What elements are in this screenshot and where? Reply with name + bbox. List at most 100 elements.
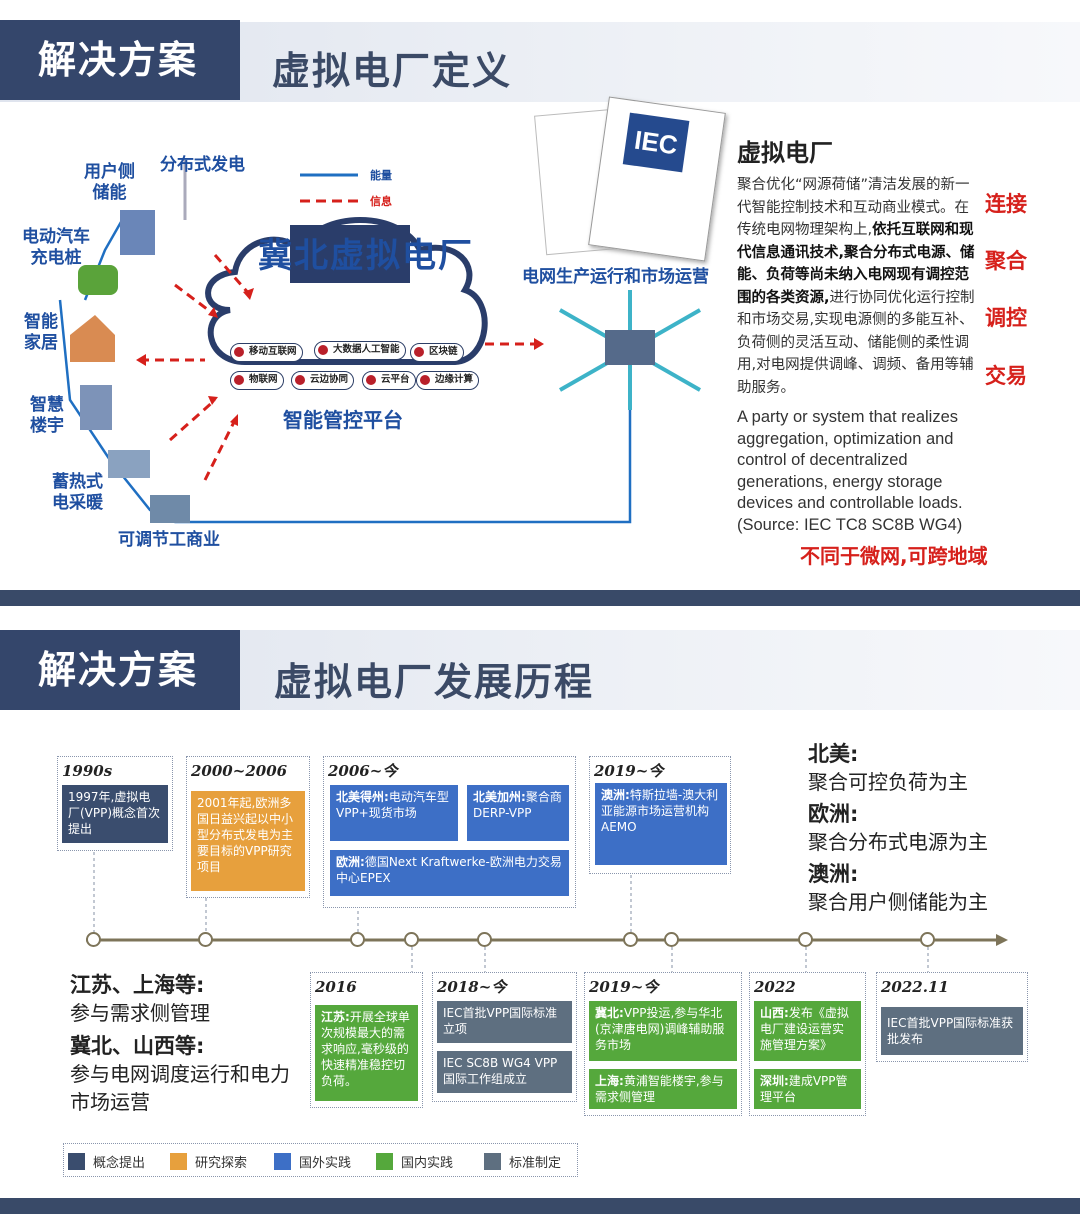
factory-image [150, 495, 190, 523]
house-image [70, 315, 115, 362]
event-card-jiangsu: 江苏:开展全球单次规模最大的需求响应,毫秒级的快速精准稳控切负荷。 [315, 1005, 418, 1101]
node-user-storage: 用户侧 储能 [84, 162, 135, 203]
cloud-shape [205, 217, 488, 365]
timeline-box-2022: 2022 山西:发布《虚拟电厂建设运营实施管理方案》 深圳:建成VPP管理平台 [749, 972, 866, 1116]
timeline-node [477, 932, 492, 947]
legend-item: 标准制定 [484, 1153, 561, 1172]
legend-swatch [376, 1153, 393, 1170]
legend-swatch [484, 1153, 501, 1170]
event-card-iec-published: IEC首批VPP国际标准获批发布 [881, 1007, 1023, 1055]
timeline-node [798, 932, 813, 947]
timeline-node [404, 932, 419, 947]
year-label: 2022 [754, 978, 796, 996]
event-card-europe: 欧洲:德国Next Kraftwerke-欧洲电力交易中心EPEX [330, 850, 569, 896]
definition-note: 不同于微网,可跨地域 [800, 544, 988, 568]
slide-divider [0, 590, 1080, 606]
info-arrows [140, 254, 540, 481]
timeline-box-2006-now: 2006~今 北美得州:电动汽车型VPP+现货市场 北美加州:聚合商DERP-V… [323, 756, 576, 908]
legend-swatch [68, 1153, 85, 1170]
year-label: 2018~今 [437, 978, 507, 996]
event-card-texas: 北美得州:电动汽车型VPP+现货市场 [330, 785, 458, 841]
timeline-axis [86, 840, 1008, 972]
pill-bigdata-ai: 大数据人工智能 [314, 341, 406, 360]
iec-doc-front: IEC [588, 96, 726, 262]
event-card-california: 北美加州:聚合商DERP-VPP [467, 785, 569, 841]
definition-cn: 聚合优化“网源荷储”清洁发展的新一代智能控制技术和互动商业模式。在传统电网物理架… [737, 177, 975, 396]
arrow-heads [136, 288, 544, 426]
vpp-diagram [58, 160, 701, 524]
bottom-divider [0, 1198, 1080, 1214]
pill-cloud-edge: 云边协同 [291, 371, 355, 390]
node-distributed-gen: 分布式发电 [160, 155, 245, 175]
iec-logo: IEC [622, 112, 690, 173]
region-north-america: 北美:聚合可控负荷为主 [808, 742, 968, 794]
heater-image [108, 450, 150, 478]
legend-item: 国外实践 [274, 1153, 351, 1172]
event-card: 2001年起,欧洲多国日益兴起以中小型分布式发电为主要目标的VPP研究项目 [191, 791, 305, 891]
region-europe: 欧洲:聚合分布式电源为主 [808, 802, 988, 854]
timeline-box-2016: 2016 江苏:开展全球单次规模最大的需求响应,毫秒级的快速精准稳控切负荷。 [310, 972, 423, 1108]
header-section-label: 解决方案 [0, 20, 240, 100]
region-jiangsu-shanghai: 江苏、上海等:参与需求侧管理 [70, 973, 210, 1025]
definition-en: A party or system that realizes aggregat… [737, 408, 963, 534]
legend-item: 国内实践 [376, 1153, 453, 1172]
page-title: 虚拟电厂定义 [272, 49, 513, 93]
legend-swatch [274, 1153, 291, 1170]
pill-iot: 物联网 [230, 371, 284, 390]
center-title: 冀北虚拟电厂 [258, 236, 474, 276]
grid-label: 电网生产运行和市场运营 [522, 267, 709, 287]
pill-blockchain: 区块链 [410, 343, 464, 362]
timeline-node [198, 932, 213, 947]
year-label: 2019~今 [594, 762, 664, 780]
timeline-box-2022-11: 2022.11 IEC首批VPP国际标准获批发布 [876, 972, 1028, 1062]
color-legend: 概念提出 研究探索 国外实践 国内实践 标准制定 [63, 1143, 578, 1177]
event-card-australia: 澳洲:特斯拉墙-澳大利亚能源市场运营机构 AEMO [595, 783, 727, 865]
pill-mobile-internet: 移动互联网 [230, 343, 303, 362]
event-card-shanghai: 上海:黄浦智能楼宇,参与需求侧管理 [589, 1069, 737, 1109]
timeline-box-2019-now-bottom: 2019~今 冀北:VPP投运,参与华北(京津唐电网)调峰辅助服务市场 上海:黄… [584, 972, 742, 1116]
timeline-node [623, 932, 638, 947]
legend-item: 研究探索 [170, 1153, 247, 1172]
timeline-node [350, 932, 365, 947]
page-title-2: 虚拟电厂发展历程 [274, 660, 595, 704]
timeline-node [664, 932, 679, 947]
year-label: 2019~今 [589, 978, 659, 996]
node-smart-home: 智能 家居 [24, 312, 58, 353]
side-label-connect: 连接 [985, 192, 1027, 216]
event-card-shanxi: 山西:发布《虚拟电厂建设运营实施管理方案》 [754, 1001, 861, 1061]
timeline-node [86, 932, 101, 947]
event-card: 1997年,虚拟电厂(VPP)概念首次提出 [62, 785, 168, 843]
year-label: 2006~今 [328, 762, 398, 780]
region-australia: 澳洲:聚合用户侧储能为主 [808, 862, 988, 914]
node-adjustable-commercial: 可调节工商业 [118, 530, 220, 550]
timeline-box-2019-now-top: 2019~今 澳洲:特斯拉墙-澳大利亚能源市场运营机构 AEMO [589, 756, 731, 874]
timeline-box-2000-2006: 2000~2006 2001年起,欧洲多国日益兴起以中小型分布式发电为主要目标的… [186, 756, 310, 898]
year-label: 2016 [315, 978, 357, 996]
legend-energy-label: 能量 [370, 169, 392, 182]
year-label: 2022.11 [881, 978, 949, 996]
timeline-box-2018-now: 2018~今 IEC首批VPP国际标准立项 IEC SC8B WG4 VPP国际… [432, 972, 577, 1102]
storage-image [120, 210, 155, 255]
side-label-control: 调控 [985, 306, 1027, 330]
year-label: 2000~2006 [191, 762, 288, 780]
node-heat-storage: 蓄热式 电采暖 [52, 472, 103, 513]
ev-image [78, 265, 118, 295]
node-ev-charging: 电动汽车 充电桩 [22, 227, 90, 268]
event-card-iec-project: IEC首批VPP国际标准立项 [437, 1001, 572, 1043]
side-label-trade: 交易 [985, 364, 1027, 388]
event-card-jibei: 冀北:VPP投运,参与华北(京津唐电网)调峰辅助服务市场 [589, 1001, 737, 1061]
legend-swatch [170, 1153, 187, 1170]
platform-label: 智能管控平台 [283, 408, 403, 432]
building-image [80, 385, 112, 430]
header-section-label-2: 解决方案 [0, 630, 240, 710]
event-card-shenzhen: 深圳:建成VPP管理平台 [754, 1069, 861, 1109]
timeline-box-1990s: 1990s 1997年,虚拟电厂(VPP)概念首次提出 [57, 756, 173, 851]
year-label: 1990s [62, 762, 113, 780]
node-smart-building: 智慧 楼宇 [30, 395, 64, 436]
server-image [290, 225, 410, 283]
event-card-iec-wg: IEC SC8B WG4 VPP国际工作组成立 [437, 1051, 572, 1093]
legend-info-label: 信息 [370, 195, 392, 208]
side-label-aggregate: 聚合 [985, 249, 1027, 273]
pill-cloud-platform: 云平台 [362, 371, 416, 390]
region-jibei-shanxi: 冀北、山西等:参与电网调度运行和电力市场运营 [70, 1034, 290, 1114]
